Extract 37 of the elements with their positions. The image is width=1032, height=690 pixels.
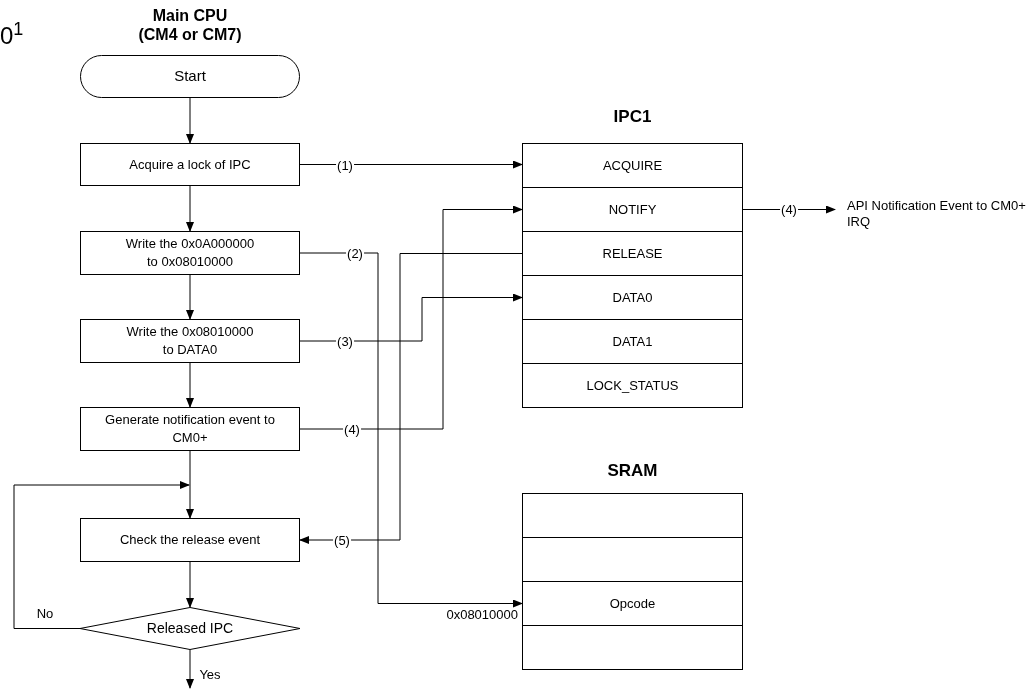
arrow — [186, 649, 194, 689]
register-row: ACQUIRE — [522, 143, 743, 188]
register-row: DATA1 — [522, 319, 743, 364]
process-box: Write the 0x08010000 to DATA0 — [80, 319, 300, 363]
address-label: 0x08010000 — [445, 606, 518, 624]
page-fragment-text: 0$^{1}$ — [0, 22, 24, 50]
block-title: IPC1 — [612, 106, 653, 128]
arrow — [186, 450, 194, 519]
arrow — [186, 185, 194, 232]
start-terminator: Start — [80, 55, 300, 98]
block-title: SRAM — [606, 460, 659, 482]
register-row: NOTIFY — [522, 187, 743, 232]
process-box: Write the 0x0A000000 to 0x08010000 — [80, 231, 300, 275]
arrow — [299, 293, 523, 342]
event-text: API Notification Event to CM0+ IRQ — [835, 198, 1030, 234]
process-box: Generate notification event to CM0+ — [80, 407, 300, 451]
decision-diamond: Released IPC — [80, 607, 300, 650]
register-row — [522, 625, 743, 670]
register-row: Opcode — [522, 581, 743, 626]
register-row: LOCK_STATUS — [522, 363, 743, 408]
register-row: DATA0 — [522, 275, 743, 320]
process-box: Check the release event — [80, 518, 300, 562]
arrow — [299, 252, 523, 608]
arrow — [186, 362, 194, 408]
arrow — [299, 160, 523, 169]
arrow — [186, 97, 194, 144]
process-box: Acquire a lock of IPC — [80, 143, 300, 186]
arrow — [299, 253, 523, 544]
arrow — [186, 274, 194, 320]
arrow — [13, 481, 190, 629]
arrow — [186, 561, 194, 608]
arrow — [299, 205, 523, 430]
register-row — [522, 493, 743, 538]
arrow — [742, 205, 836, 214]
register-row — [522, 537, 743, 582]
column-heading: Main CPU (CM4 or CM7) — [137, 6, 243, 44]
register-row: RELEASE — [522, 231, 743, 276]
